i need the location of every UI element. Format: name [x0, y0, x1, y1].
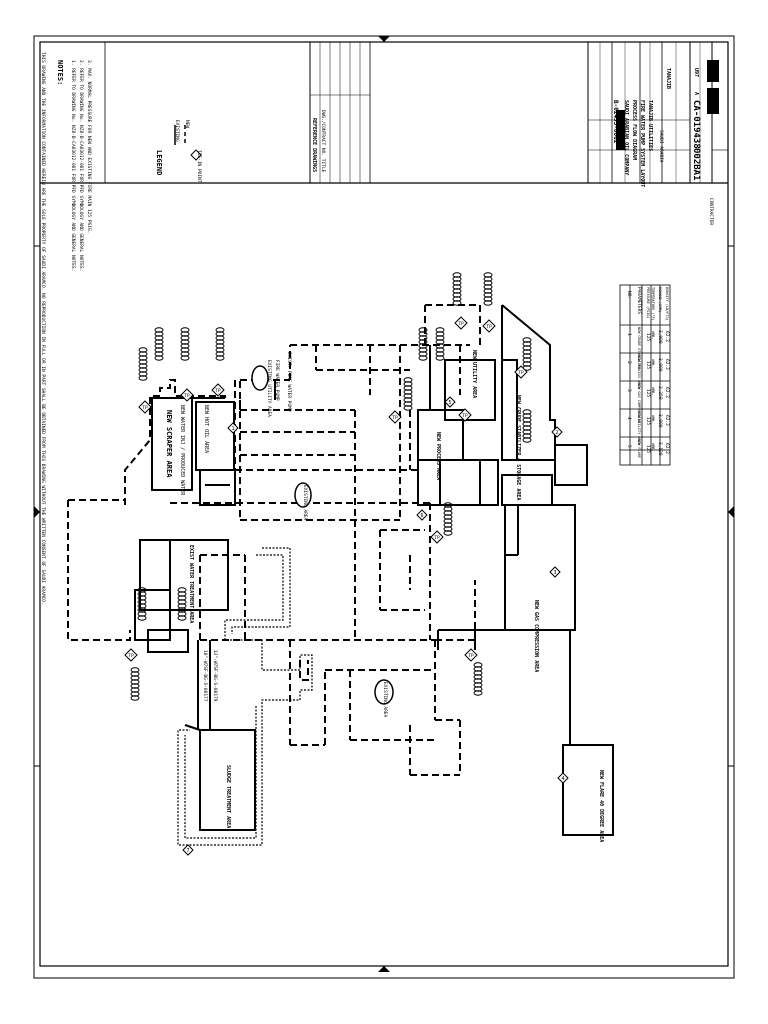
center-mark-top — [378, 36, 390, 42]
label-existing-area-2: EXISTING AREA — [382, 682, 387, 718]
label-fire-water-pump: FIRE WATER PUMP — [274, 360, 279, 401]
table-temp-2: AMB. — [651, 359, 655, 368]
label-process-area: NEW PROCESS AREA — [435, 432, 441, 481]
table-temp-5: AMB. — [651, 443, 655, 452]
parameter-table — [619, 284, 671, 466]
svg-text:3: 3 — [553, 570, 556, 576]
reference-drawings-columns: DWG./CONTRACT NO. TITLE — [320, 110, 325, 173]
table-demand-3: 2,250 — [657, 386, 662, 400]
table-pressure-4: 125 — [645, 417, 650, 426]
center-mark-right — [728, 506, 734, 518]
doc-number: B-02453-0002 — [612, 100, 619, 144]
label-exist-fire-water-pump: EXIST. FIRE WATER PUMP — [286, 352, 291, 412]
header-notice: THIS DRAWING AND THE INFORMATION CONTAIN… — [40, 52, 45, 605]
table-temp-3: AMB. — [651, 387, 655, 396]
label-water-injection: NEW WATER INJ / PRODUCED WATER — [179, 405, 185, 496]
table-header-5: 5 — [626, 445, 631, 448]
table-temp-label: TEMPERATURE (°F) — [651, 287, 655, 321]
location: SAUDI ARABIA — [658, 130, 663, 163]
svg-text:6: 6 — [420, 513, 423, 519]
table-demand-4: 3,000 — [657, 414, 662, 428]
plant-no: U97 — [693, 68, 699, 78]
legend-title: LEGEND — [155, 150, 163, 176]
reference-drawings-title: REFERENCE DRAWINGS — [311, 118, 317, 173]
svg-text:5: 5 — [448, 400, 451, 406]
notes-title: NOTES: — [56, 60, 64, 86]
center-mark-left — [34, 506, 40, 518]
table-header-no: NO. — [626, 291, 631, 300]
label-hot-oil-area: NEW HOT OIL AREA — [203, 405, 209, 454]
legend-new: NEW — [184, 120, 189, 129]
table-header-4: 4 — [626, 417, 631, 420]
table-pressure-5: 125 — [645, 445, 650, 454]
table-density-5: 62.2 — [664, 443, 669, 454]
existing-area-blob-3 — [251, 365, 269, 391]
label-line-2: 12"-W7SF-BG-S-00179 — [212, 650, 217, 702]
existing-sludge-route — [177, 547, 313, 846]
table-header-3: 3 — [626, 389, 631, 392]
svg-text:4: 4 — [561, 776, 564, 782]
svg-text:1: 1 — [231, 426, 234, 432]
label-existing-area-1: EXISTING AREA — [302, 485, 307, 521]
svg-text:7: 7 — [186, 848, 189, 854]
table-demand-2: 3,000 — [657, 358, 662, 372]
label-utility-area: NEW UTILITY AREA — [471, 350, 477, 399]
legend-existing: EXISTING — [174, 120, 179, 142]
svg-text:2: 2 — [555, 430, 558, 436]
table-demand-5: 3,120 — [657, 442, 662, 456]
table-temp-1: AMB. — [651, 331, 655, 340]
table-density-3: 62.2 — [664, 387, 669, 398]
center-mark-bottom — [378, 966, 390, 972]
note-2: 2. REFER TO DRAWING No. NZ8-B-CA03012-00… — [78, 60, 83, 272]
table-pressure-1: 125 — [645, 333, 650, 342]
table-param-label: PARAMETERS — [636, 287, 641, 315]
title-line-3: TANAJIB UTILITIES — [647, 100, 653, 152]
table-header-1: 1 — [626, 333, 631, 336]
label-scraper-area: NEW SCRAPER AREA — [165, 410, 173, 478]
table-header-2: 2 — [626, 361, 631, 364]
table-pressure-2: 125 — [645, 361, 650, 370]
note-3: 3. MAX. NORMAL PRESSURE FOR NEW AND EXIS… — [86, 60, 91, 234]
numbered-markers: 1 2 3 4 5 6 7 — [182, 396, 569, 856]
label-line-1: 10"-W7SF-BG-S-00177 — [202, 650, 207, 702]
status: CONTRACTOR — [708, 198, 713, 226]
title-line-1: PROCESS FLOW DIAGRAM — [631, 100, 637, 161]
label-existing-utility: EXISTING UTILITY AREA — [266, 360, 271, 417]
revision: A — [693, 92, 699, 96]
plant-name: TANAJIB — [665, 68, 671, 90]
drawing-number: CA-019438 — [691, 100, 701, 149]
note-1: 1. REFER TO DRAWING No. NZ8-B-CA03012-00… — [70, 60, 75, 272]
table-temp-4: AMB. — [651, 415, 655, 424]
existing-area-blob-2 — [374, 679, 394, 705]
table-pressure-3: 125 — [645, 389, 650, 398]
table-demand-label: DEMAND (GPM) — [658, 287, 662, 313]
table-demand-1: 3,000 — [657, 330, 662, 344]
table-density-label: DENSITY (LB/FT3) — [665, 287, 669, 321]
label-water-treatment: EXIST WATER TREATMENT AREA — [188, 545, 194, 624]
existing-area-blob-1 — [294, 482, 312, 508]
label-flare-area: NEW FLARE 40 DEGREE AREA — [598, 770, 604, 843]
label-crude-area: NEW CRUDE STABILIZER & STORAGE AREA — [515, 395, 521, 501]
title-line-2: FIRE WATER PUMP SYSTEM LAYOUT — [639, 100, 645, 188]
sheet-number: 002BA1 — [691, 148, 701, 181]
table-pressure-label: PRESSURE (PSIG) — [646, 287, 650, 319]
new-firewater-network — [67, 304, 481, 776]
table-density-4: 62.2 — [664, 415, 669, 426]
label-gas-compression: NEW GAS COMPRESSION AREA — [533, 600, 539, 673]
parameter-table-text: NO. 1 2 3 4 5 PARAMETERS NEW CRUDE STABI… — [620, 285, 670, 465]
table-density-1: 62.2 — [664, 331, 669, 342]
company-name: SAUDI ARABIAN OIL COMPANY — [623, 100, 629, 176]
table-density-2: 62.2 — [664, 359, 669, 370]
legend-tiein-symbol — [190, 149, 202, 161]
table-param-5: NEW FLARE — [637, 439, 641, 458]
legend-tiein: TIE-IN POINT — [196, 150, 201, 183]
label-sludge-area: SLUDGE TREATMENT AREA — [225, 765, 231, 829]
